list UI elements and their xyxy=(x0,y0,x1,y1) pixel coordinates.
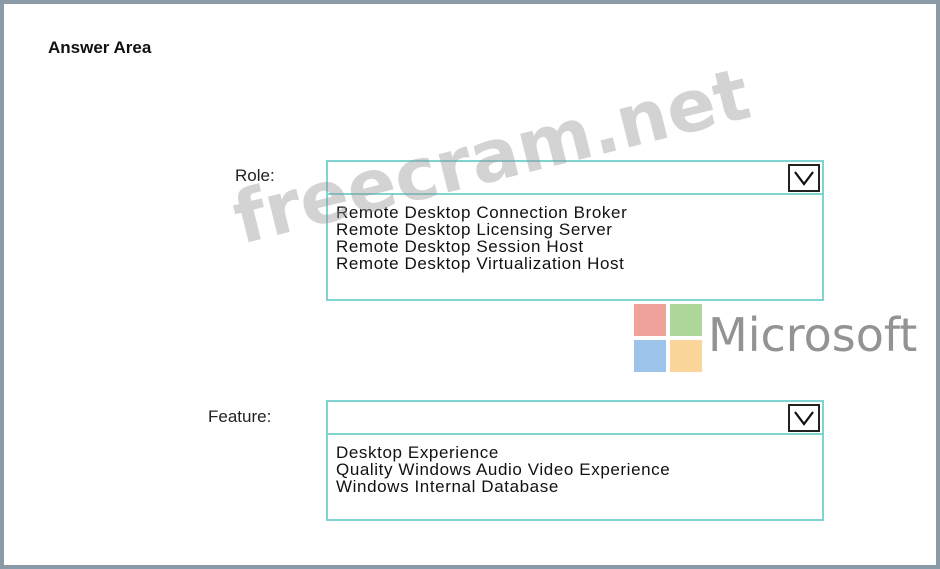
feature-label: Feature: xyxy=(208,407,272,426)
role-dropdown[interactable]: Remote Desktop Connection Broker Remote … xyxy=(326,160,824,301)
feature-option[interactable]: Desktop Experience xyxy=(336,443,499,462)
role-option[interactable]: Remote Desktop Session Host xyxy=(336,237,584,256)
logo-square-yellow xyxy=(670,340,702,372)
role-option[interactable]: Remote Desktop Virtualization Host xyxy=(336,254,625,273)
feature-dropdown-header[interactable] xyxy=(328,402,822,435)
answer-area-title: Answer Area xyxy=(48,38,152,57)
role-dropdown-header[interactable] xyxy=(328,162,822,195)
logo-square-red xyxy=(634,304,666,336)
role-label: Role: xyxy=(235,166,275,185)
role-option[interactable]: Remote Desktop Licensing Server xyxy=(336,220,613,239)
microsoft-logo: Microsoft xyxy=(634,304,934,374)
feature-options-list: Desktop Experience Quality Windows Audio… xyxy=(336,444,814,495)
role-dropdown-toggle-button[interactable] xyxy=(788,164,820,192)
feature-option[interactable]: Quality Windows Audio Video Experience xyxy=(336,460,671,479)
feature-option[interactable]: Windows Internal Database xyxy=(336,477,559,496)
feature-dropdown[interactable]: Desktop Experience Quality Windows Audio… xyxy=(326,400,824,521)
feature-dropdown-toggle-button[interactable] xyxy=(788,404,820,432)
microsoft-logo-text: Microsoft xyxy=(708,308,918,362)
logo-square-blue xyxy=(634,340,666,372)
logo-square-green xyxy=(670,304,702,336)
role-options-list: Remote Desktop Connection Broker Remote … xyxy=(336,204,814,272)
chevron-down-icon xyxy=(794,171,814,186)
role-option[interactable]: Remote Desktop Connection Broker xyxy=(336,203,628,222)
chevron-down-icon xyxy=(794,411,814,426)
microsoft-logo-grid xyxy=(634,304,702,372)
